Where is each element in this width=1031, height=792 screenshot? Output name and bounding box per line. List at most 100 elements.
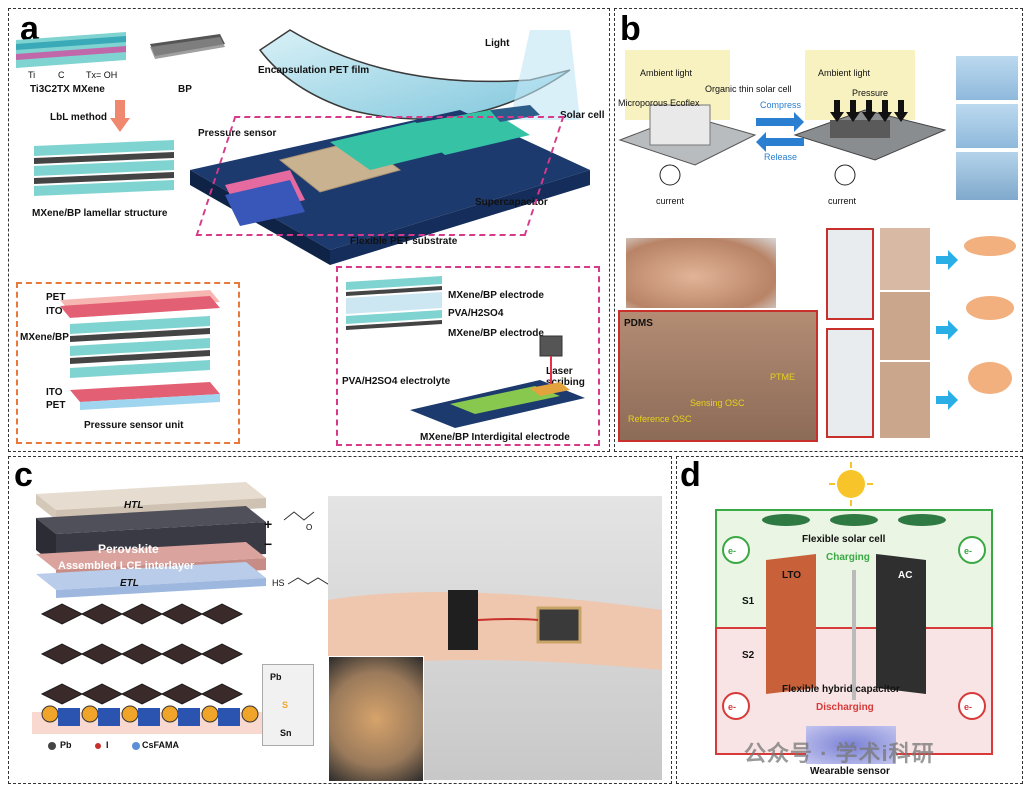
pressure-label: Pressure — [852, 88, 889, 98]
e-label-1: e- — [728, 546, 737, 556]
current1-label: current — [656, 196, 685, 206]
hs-label: HS — [272, 578, 285, 588]
watermark-text: 公众号 · 学术i科研 — [744, 741, 935, 766]
bp-flake-illustration — [150, 34, 225, 59]
perovskite-stack-illustration — [36, 482, 266, 598]
etl-label: ETL — [120, 578, 139, 589]
electrode-top-label: MXene/BP electrode — [448, 290, 544, 301]
htl-label: HTL — [124, 500, 144, 511]
ito-bottom-label: ITO — [46, 387, 63, 398]
panel-d-letter: d — [680, 456, 701, 494]
compress-label: Compress — [760, 100, 802, 110]
sun-icon — [829, 462, 873, 506]
panel-a-letter: a — [20, 10, 39, 48]
finger-photo-3 — [880, 362, 930, 438]
lamellar-label: MXene/BP lamellar structure — [32, 208, 168, 219]
wrist-device-inset — [328, 656, 424, 782]
mxene-crystal-illustration — [16, 32, 126, 68]
s-atoms-illustration — [41, 705, 259, 726]
panel-c-letter: c — [14, 456, 33, 494]
pet-top-label: PET — [46, 292, 66, 303]
encapsulation-film-illustration — [258, 29, 571, 120]
e-label-3: e- — [728, 702, 737, 712]
pet-bottom-label: PET — [46, 400, 66, 411]
encapsulation-label: Encapsulation PET film — [258, 65, 370, 76]
glove-photo-1 — [956, 56, 1018, 100]
supercap-box — [336, 266, 600, 446]
laser-scribing-icon — [539, 335, 563, 384]
ac-label: AC — [898, 570, 913, 581]
lamellar-structure-illustration — [34, 140, 174, 200]
finger-arrows-icon — [936, 250, 958, 410]
s1-label: S1 — [742, 596, 755, 607]
ecoflex-label: Microporous Ecoflex — [618, 98, 700, 108]
legend-ti: Ti — [28, 70, 36, 80]
sensor-skin-photo — [620, 312, 816, 440]
interdigital-electrode-illustration — [410, 380, 585, 428]
light-label: Light — [485, 38, 510, 49]
s-atom-label: S — [282, 700, 289, 710]
panel-b — [614, 8, 1023, 452]
reference-label: Reference OSC — [628, 414, 692, 424]
supercapacitor-label: Supercapacitor — [475, 197, 548, 208]
panel-c — [8, 456, 672, 784]
pb-sn-inset — [262, 664, 314, 746]
charging-label: Charging — [826, 552, 870, 563]
legend-c: C — [58, 70, 65, 80]
s2-label: S2 — [742, 650, 755, 661]
finger-photo-1 — [880, 228, 930, 290]
discharging-label: Discharging — [816, 702, 874, 713]
panel-d — [676, 456, 1023, 784]
lce-label: Assembled LCE interlayer — [58, 560, 195, 572]
panel-b-letter: b — [620, 10, 641, 48]
sensor-label: Wearable sensor — [810, 766, 890, 777]
down-arrow-icon — [110, 100, 130, 132]
interdigital-label: MXene/BP Interdigital electrode — [420, 432, 570, 443]
lto-label: LTO — [782, 570, 802, 581]
electrode-bottom-label: MXene/BP electrode — [448, 328, 544, 339]
sensor-unit-illustration — [60, 290, 220, 410]
electrolyte-label: PVA/H2SO4 electrolyte — [342, 376, 451, 387]
release-label: Release — [764, 152, 798, 162]
compress-release-arrows-icon — [756, 112, 804, 152]
finger-photo-2 — [880, 292, 930, 360]
hand-photo — [626, 238, 776, 308]
i-legend: I — [106, 740, 109, 750]
molecule-top-illustration: O — [283, 511, 315, 532]
legend-tx: Tx= OH — [86, 70, 118, 80]
sensor-closeup-1 — [826, 228, 874, 320]
e-label-4: e- — [964, 702, 973, 712]
legend-dots-icon — [48, 742, 140, 750]
pb-legend: Pb — [60, 740, 72, 750]
device-platform-illustration — [190, 105, 590, 265]
light-rays-illustration — [510, 30, 580, 120]
svg-text:O: O — [306, 523, 312, 532]
solar-cell-label: Solar cell — [560, 110, 605, 121]
hand-detail-box — [618, 310, 818, 442]
laser-label: Laser scribing — [546, 366, 585, 388]
mxene-bp-label: MXene/BP — [20, 332, 69, 343]
electrode-stack-illustration — [346, 276, 442, 330]
finger-model-illustration — [964, 236, 1016, 394]
pva-label: PVA/H2SO4 — [448, 308, 504, 319]
minus-label: − — [264, 536, 273, 552]
sensor-unit-label: Pressure sensor unit — [84, 420, 184, 431]
perovskite-label: Perovskite — [98, 542, 159, 556]
csfama-legend: CsFAMA — [142, 740, 180, 750]
sn-inset-label: Sn — [280, 728, 292, 738]
organic-label: Organic thin solar cell — [705, 84, 792, 94]
solar-label: Flexible solar cell — [802, 534, 886, 545]
bp-label: BP — [178, 84, 192, 95]
glove-photo-2 — [956, 104, 1018, 148]
current2-label: current — [828, 196, 857, 206]
plus-label: + — [264, 516, 273, 532]
ito-top-label: ITO — [46, 306, 63, 317]
sensor-unit-box — [16, 282, 240, 444]
pressure-arrows-icon — [830, 100, 908, 122]
e-label-2: e- — [964, 546, 973, 556]
ambient1-label: Ambient light — [640, 68, 693, 78]
pb-inset-label: Pb — [270, 672, 282, 682]
pdms-label: PDMS — [624, 318, 653, 329]
mxene-label: Ti3C2TX MXene — [30, 84, 105, 95]
pressure-sensor-label: Pressure sensor — [198, 128, 277, 139]
